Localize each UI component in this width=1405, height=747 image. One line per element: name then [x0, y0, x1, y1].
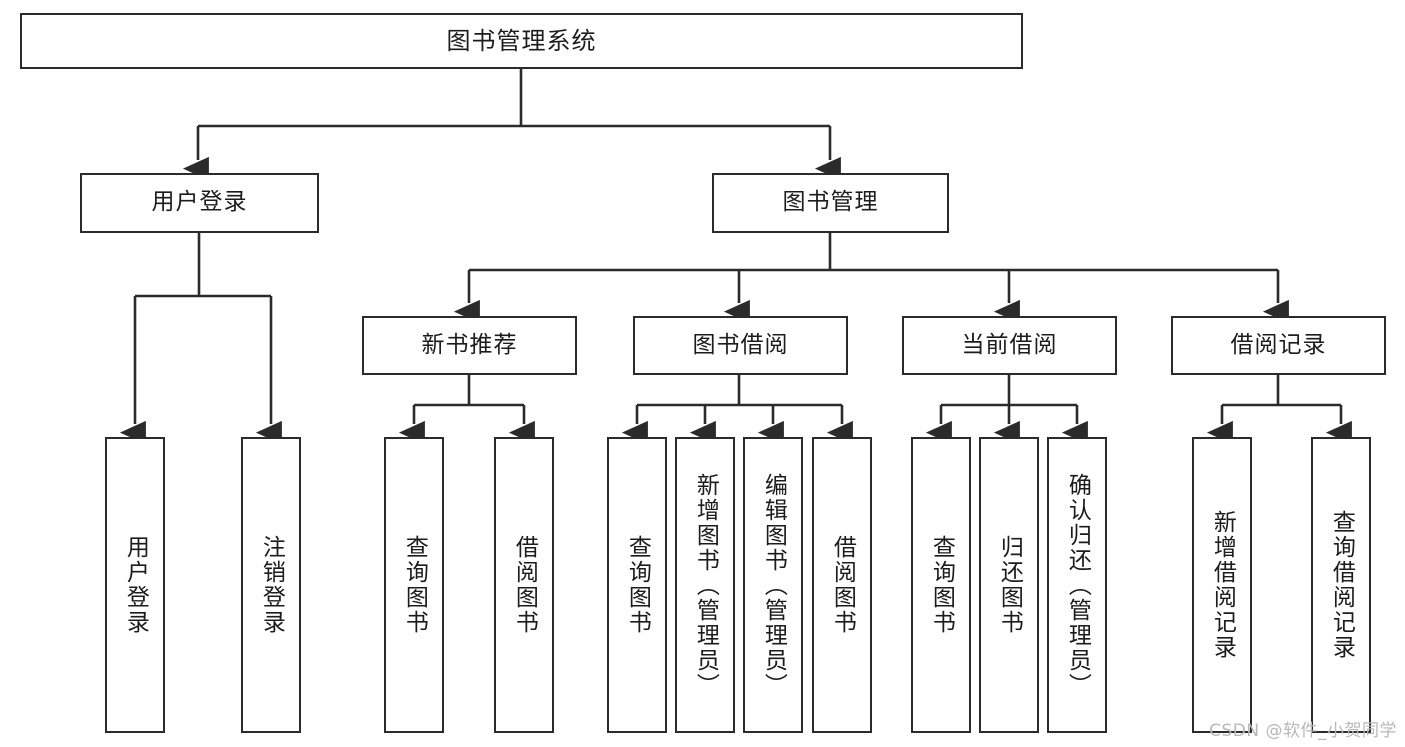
- node-book-manage-label: 图书管理: [782, 189, 879, 216]
- node-leaf-add-record[interactable]: 新增借阅记录: [1192, 437, 1252, 733]
- node-new-book-recommend-label: 新书推荐: [421, 331, 518, 358]
- node-leaf-add-book[interactable]: 新增图书（管理员）: [675, 437, 735, 733]
- node-borrow-record-label: 借阅记录: [1230, 331, 1327, 358]
- node-current-borrow[interactable]: 当前借阅: [902, 316, 1117, 375]
- node-book-manage[interactable]: 图书管理: [712, 173, 949, 233]
- node-leaf-edit-book-label: 编辑图书（管理员）: [760, 472, 787, 698]
- node-leaf-borrow-book-1[interactable]: 借阅图书: [494, 437, 554, 733]
- node-current-borrow-label: 当前借阅: [961, 331, 1058, 358]
- node-leaf-query-book-2[interactable]: 查询图书: [607, 437, 667, 733]
- node-leaf-borrow-book-1-label: 借阅图书: [511, 535, 538, 635]
- node-leaf-query-record[interactable]: 查询借阅记录: [1311, 437, 1371, 733]
- node-leaf-confirm-return[interactable]: 确认归还（管理员）: [1047, 437, 1107, 733]
- node-user-login[interactable]: 用户登录: [80, 173, 319, 233]
- node-leaf-return-book[interactable]: 归还图书: [979, 437, 1039, 733]
- csdn-watermark: CSDN @软件_小贺同学: [1209, 721, 1397, 741]
- node-leaf-query-book-1-label: 查询图书: [401, 535, 428, 635]
- node-leaf-query-book-2-label: 查询图书: [624, 535, 651, 635]
- node-leaf-user-login[interactable]: 用户登录: [105, 437, 165, 733]
- node-leaf-query-record-label: 查询借阅记录: [1328, 510, 1355, 660]
- node-leaf-edit-book[interactable]: 编辑图书（管理员）: [743, 437, 803, 733]
- node-leaf-confirm-return-label: 确认归还（管理员）: [1064, 472, 1091, 698]
- node-leaf-user-login-label: 用户登录: [122, 535, 149, 635]
- node-leaf-add-book-label: 新增图书（管理员）: [692, 472, 719, 698]
- node-leaf-query-book-3[interactable]: 查询图书: [911, 437, 971, 733]
- node-book-borrow[interactable]: 图书借阅: [633, 316, 848, 375]
- node-leaf-user-logout-label: 注销登录: [258, 535, 285, 635]
- node-borrow-record[interactable]: 借阅记录: [1171, 316, 1386, 375]
- node-book-borrow-label: 图书借阅: [692, 331, 789, 358]
- node-user-login-label: 用户登录: [151, 189, 248, 216]
- node-leaf-query-book-3-label: 查询图书: [928, 535, 955, 635]
- node-new-book-recommend[interactable]: 新书推荐: [362, 316, 577, 375]
- node-leaf-borrow-book-2-label: 借阅图书: [829, 535, 856, 635]
- node-leaf-return-book-label: 归还图书: [996, 535, 1023, 635]
- node-leaf-query-book-1[interactable]: 查询图书: [384, 437, 444, 733]
- node-leaf-user-logout[interactable]: 注销登录: [241, 437, 301, 733]
- node-root[interactable]: 图书管理系统: [20, 13, 1023, 69]
- node-leaf-add-record-label: 新增借阅记录: [1209, 510, 1236, 660]
- node-root-label: 图书管理系统: [446, 26, 597, 55]
- node-leaf-borrow-book-2[interactable]: 借阅图书: [812, 437, 872, 733]
